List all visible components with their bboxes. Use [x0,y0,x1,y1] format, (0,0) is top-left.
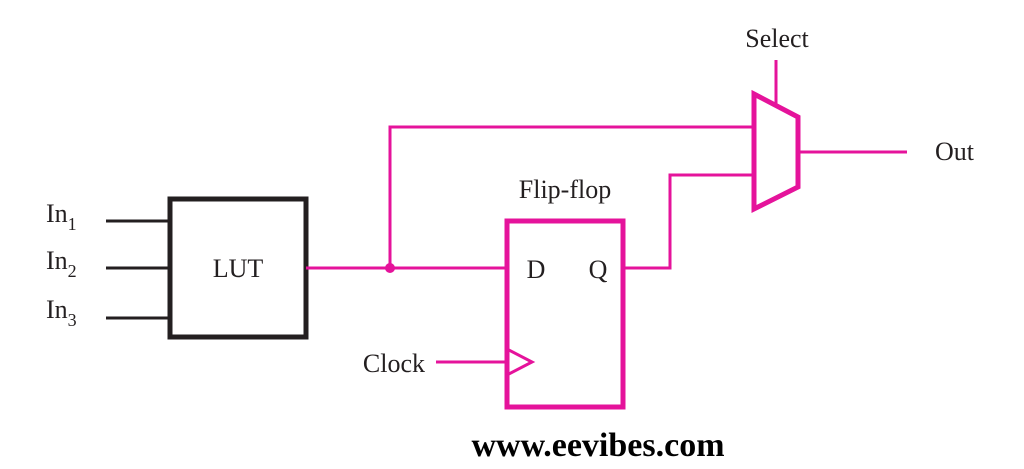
out-label: Out [935,137,975,166]
mux-block [751,89,801,214]
lut-block [167,196,309,340]
select-label: Select [745,24,809,53]
clock-label: Clock [363,349,425,378]
lut-label: LUT [213,254,264,283]
q-to-mux-wire [623,173,754,270]
in2-label: In2 [46,246,77,281]
in3-label: In3 [46,295,77,330]
flip-flop-title: Flip-flop [519,175,611,204]
in1-label: In1 [46,199,77,234]
flip-flop-d-label: D [527,255,546,284]
flip-flop-q-label: Q [589,255,608,284]
bypass-wire [388,125,754,268]
flip-flop-block [504,218,626,410]
clock-triangle-icon [506,347,536,377]
watermark-text: www.eevibes.com [471,427,724,464]
